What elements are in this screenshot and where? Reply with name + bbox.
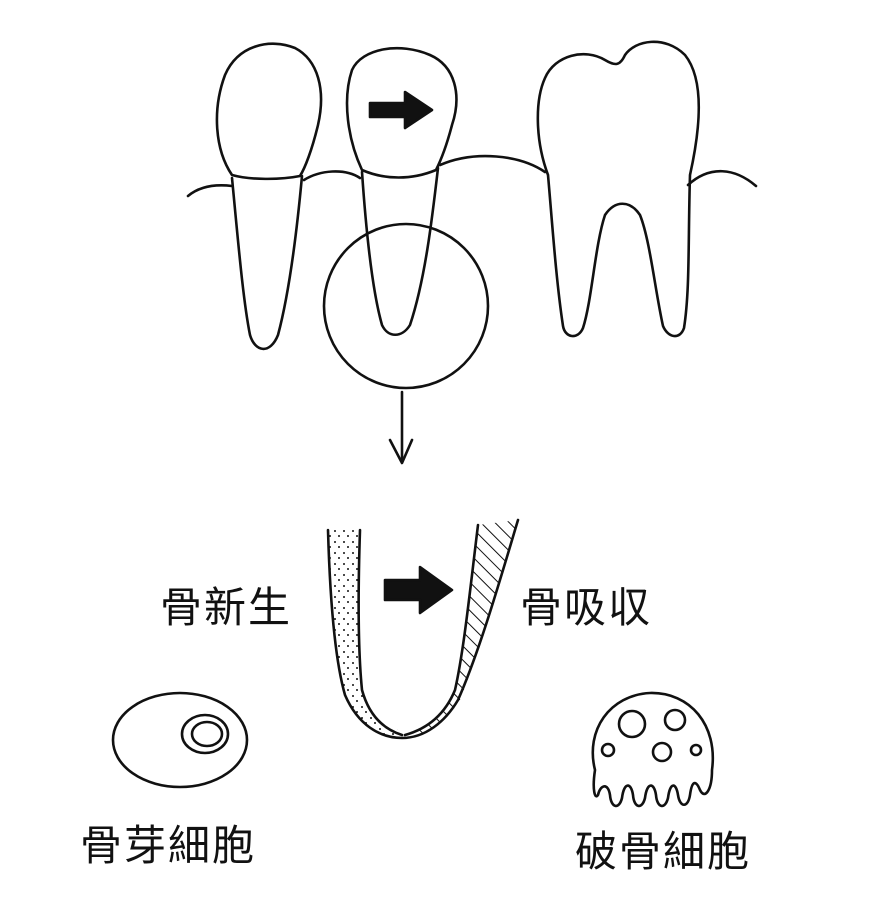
- osteoclast-cell-icon: [591, 691, 715, 808]
- bone-resorption-label: 骨吸収: [520, 583, 653, 632]
- osteoclast-label: 破骨細胞: [575, 827, 752, 876]
- left-tooth: [215, 42, 323, 351]
- molar-tooth: [536, 40, 701, 338]
- direction-arrow-icon: [383, 565, 454, 615]
- osteoblast-cell-icon: [111, 691, 249, 789]
- osteoblast-label: 骨芽細胞: [80, 821, 257, 870]
- magnification-circle: [322, 222, 490, 390]
- bone-formation-label: 骨新生: [160, 583, 293, 632]
- down-arrow-icon: [388, 390, 414, 465]
- gum-line: [186, 154, 758, 198]
- moving-tooth: [345, 47, 458, 337]
- new-bone-band: [328, 530, 398, 738]
- movement-arrow-icon: [368, 90, 434, 130]
- enlarged-root-section: [326, 518, 520, 740]
- resorbed-bone-band: [410, 520, 518, 735]
